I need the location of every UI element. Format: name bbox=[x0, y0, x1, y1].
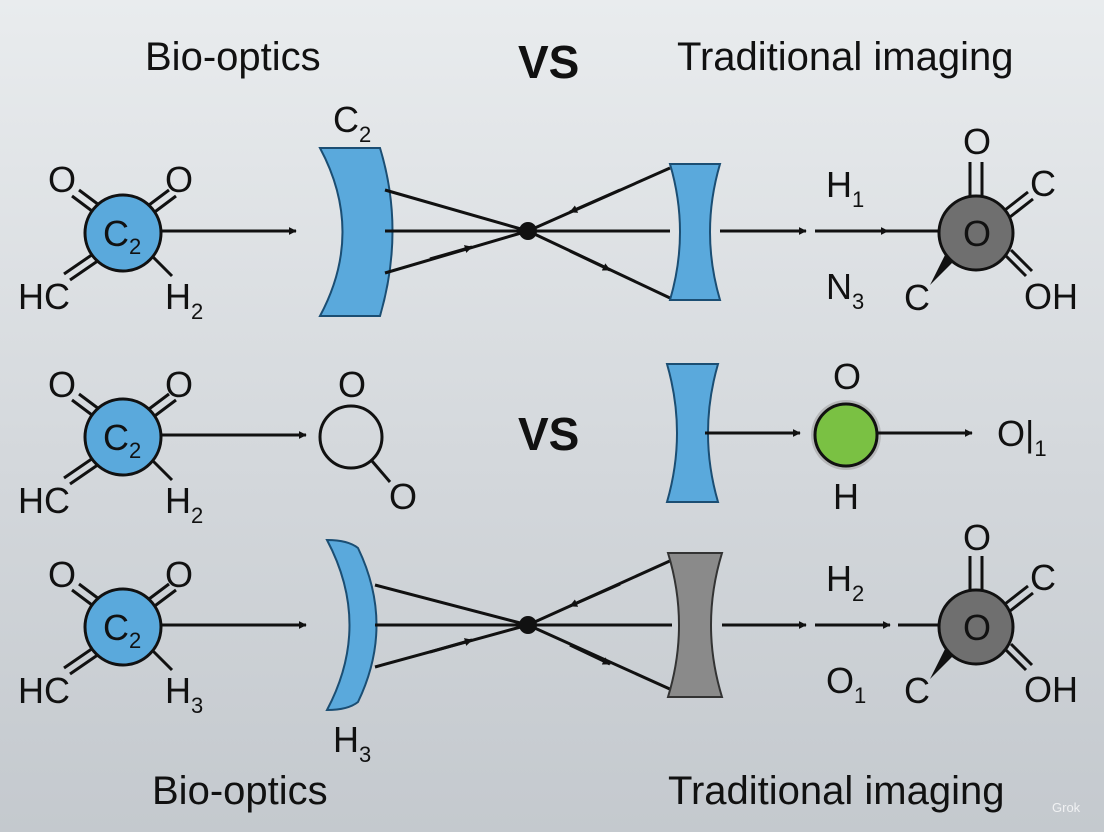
row2-mol-o-right: O bbox=[165, 364, 193, 405]
row-3: O O C2 HC H3 H3 H2 O1 bbox=[18, 517, 1078, 767]
row1-mol-h2: H2 bbox=[165, 276, 203, 324]
row1-mol-center: C2 bbox=[103, 213, 141, 259]
row3-focal-point bbox=[519, 616, 537, 634]
row2-vs: VS bbox=[518, 408, 579, 460]
row3-gray-ring bbox=[937, 588, 1015, 666]
row1-gray-ring bbox=[937, 194, 1015, 272]
row1-out-n3: N3 bbox=[826, 266, 864, 314]
row1-lens-right bbox=[668, 163, 722, 301]
row2-lens bbox=[665, 363, 720, 503]
row3-molecule: O O C2 HC H3 bbox=[18, 554, 203, 718]
row3-out-o1: O1 bbox=[826, 660, 866, 708]
row3-lens-right bbox=[666, 552, 724, 698]
row1-mol-hc: HC bbox=[18, 276, 70, 317]
row1-out-h1: H1 bbox=[826, 164, 864, 212]
row1-mol-o-right: O bbox=[165, 159, 193, 200]
row2-out-label: O|1 bbox=[997, 413, 1047, 461]
row2-c2-atom bbox=[83, 397, 163, 477]
row1-ring-oh: OH bbox=[1024, 276, 1078, 317]
footer-traditional-imaging: Traditional imaging bbox=[668, 769, 1004, 813]
row-2: O O C2 HC H2 O O VS O H O|1 bbox=[18, 356, 1047, 528]
row2-green-h: H bbox=[833, 476, 859, 517]
row1-ring-c-left: C bbox=[904, 277, 930, 318]
row3-ring-molecule: O O C C OH bbox=[904, 517, 1078, 711]
row3-ring-oh: OH bbox=[1024, 669, 1078, 710]
row2-mol-center: C2 bbox=[103, 417, 141, 463]
row2-mol-h2: H2 bbox=[165, 480, 203, 528]
row2-ring-o-top: O bbox=[338, 364, 366, 405]
row3-mol-hc: HC bbox=[18, 670, 70, 711]
row3-lens-label: H3 bbox=[333, 719, 371, 767]
row2-molecule: O O C2 HC H2 bbox=[18, 364, 203, 528]
row3-out-h2: H2 bbox=[826, 558, 864, 606]
row1-ring-molecule: O O C C OH bbox=[904, 121, 1078, 318]
row2-open-ring: O O bbox=[318, 364, 417, 517]
row2-mol-o-left: O bbox=[48, 364, 76, 405]
row1-focal-point bbox=[519, 222, 537, 240]
row1-mol-o-left: O bbox=[48, 159, 76, 200]
watermark: Grok bbox=[1052, 800, 1081, 815]
row2-mol-hc: HC bbox=[18, 480, 70, 521]
row1-ring-o-top: O bbox=[963, 121, 991, 162]
row3-mol-o-right: O bbox=[165, 554, 193, 595]
row1-ring-c-right: C bbox=[1030, 163, 1056, 204]
row-1: O O C2 HC H2 C2 H1 N3 bbox=[18, 99, 1078, 324]
row3-ring-c-left: C bbox=[904, 670, 930, 711]
row1-lens-label: C2 bbox=[333, 99, 371, 147]
row3-ring-o-center: O bbox=[963, 607, 991, 648]
footer-bio-optics: Bio-optics bbox=[152, 769, 328, 813]
row3-lens-left bbox=[325, 538, 378, 712]
row3-ring-o-top: O bbox=[963, 517, 991, 558]
row3-mol-o-left: O bbox=[48, 554, 76, 595]
header-traditional-imaging: Traditional imaging bbox=[677, 35, 1013, 79]
header-vs: VS bbox=[518, 36, 579, 88]
row1-c2-atom bbox=[83, 193, 163, 273]
row3-ring-c-right: C bbox=[1030, 557, 1056, 598]
row2-green-atom bbox=[813, 402, 879, 468]
row2-green-o: O bbox=[833, 356, 861, 397]
row1-lens-left bbox=[318, 147, 394, 317]
row3-mol-h3: H3 bbox=[165, 670, 203, 718]
header-bio-optics: Bio-optics bbox=[145, 35, 321, 79]
row3-c2-atom bbox=[83, 587, 163, 667]
row2-ring-o-bottom: O bbox=[389, 476, 417, 517]
row3-mol-center: C2 bbox=[103, 607, 141, 653]
row1-ring-o-center: O bbox=[963, 213, 991, 254]
row1-molecule: O O C2 HC H2 bbox=[18, 159, 203, 324]
